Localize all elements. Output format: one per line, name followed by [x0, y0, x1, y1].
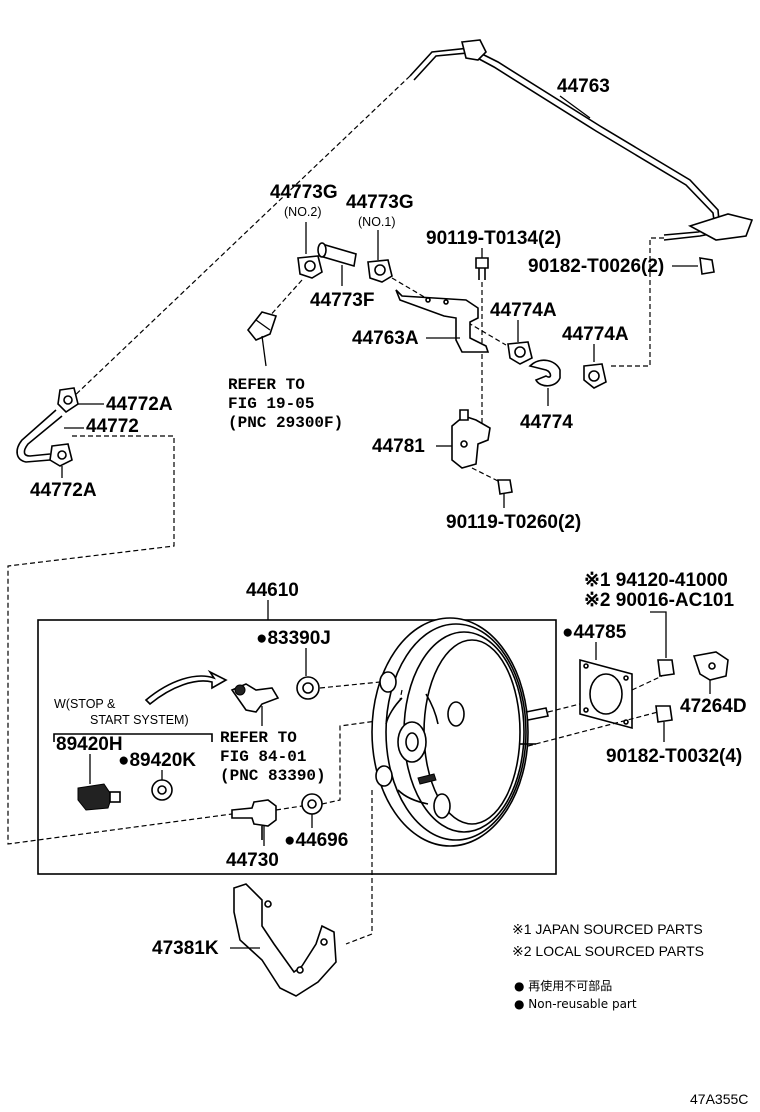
- dash-44781-bolt: [471, 467, 501, 483]
- dash-83390J: [319, 681, 381, 689]
- nut-90182-T0032[interactable]: [655, 705, 673, 723]
- label-89420H: 89420H: [56, 734, 123, 755]
- grommet-44696[interactable]: [301, 793, 323, 815]
- gasket-44785[interactable]: [579, 658, 633, 730]
- label-44773G-no1-sub: (NO.1): [358, 215, 396, 229]
- dash-booster-gasket-b: [527, 711, 659, 747]
- leader-94120: [650, 611, 667, 658]
- label-83390J: ●83390J: [256, 628, 331, 649]
- refer1-l2: FIG 19-05: [228, 395, 314, 413]
- refer1-l3: (PNC 29300F): [228, 414, 343, 432]
- dash-booster-gasket-a: [547, 703, 581, 713]
- clip-44772A-b[interactable]: [49, 443, 73, 467]
- dash-valve-grommet: [275, 805, 303, 811]
- bracket-44781[interactable]: [451, 409, 491, 469]
- refer1-l1: REFER TO: [228, 376, 305, 394]
- label-44785: ●44785: [562, 622, 627, 643]
- label-44730: 44730: [226, 850, 279, 871]
- ws-arrow: [144, 669, 228, 706]
- bolt-90119-T0260[interactable]: [497, 479, 513, 495]
- refer-part-fig19[interactable]: [246, 311, 278, 367]
- bracket-47381K[interactable]: [233, 883, 337, 997]
- ws-line2: START SYSTEM): [90, 713, 189, 727]
- legend-reuse-jp: ● 再使用不可部品: [514, 978, 612, 993]
- label-90182-T0032: 90182-T0032(4): [606, 746, 742, 767]
- label-44610: 44610: [246, 580, 299, 601]
- refer2-l2: FIG 84-01: [220, 748, 306, 766]
- label-44763: 44763: [557, 76, 610, 97]
- leader-44763: [559, 95, 591, 119]
- ws-line1: W(STOP &: [54, 697, 116, 711]
- label-89420K: ●89420K: [118, 750, 196, 771]
- label-47264D: 47264D: [680, 696, 747, 717]
- nut-94120-41000[interactable]: [657, 659, 675, 677]
- label-90016-AC101: ※2 90016-AC101: [584, 590, 735, 611]
- refer-part-fig84[interactable]: [230, 683, 280, 713]
- dash-pipe-to-clip: [69, 75, 411, 401]
- label-44763A: 44763A: [352, 328, 419, 349]
- clip-44773G-no2[interactable]: [297, 255, 323, 279]
- refer2-l1: REFER TO: [220, 729, 297, 747]
- label-47381K: 47381K: [152, 938, 219, 959]
- label-90182-T0026: 90182-T0026(2): [528, 256, 664, 277]
- hose-44774[interactable]: [528, 359, 561, 387]
- clip-44772A-a[interactable]: [57, 387, 79, 414]
- grommet-83390J[interactable]: [296, 676, 320, 700]
- label-44774A-a: 44774A: [490, 300, 557, 321]
- dash-gasket-nut: [631, 675, 663, 691]
- label-90119-T0134: 90119-T0134(2): [426, 228, 561, 249]
- dash-booster-inner: [399, 689, 403, 701]
- check-valve-44730[interactable]: [231, 799, 277, 840]
- legend-japan: ※1 JAPAN SOURCED PARTS: [512, 921, 703, 937]
- dash-44773G-no2: [267, 279, 303, 319]
- connector-44773F[interactable]: [317, 242, 357, 268]
- clip-44773G-no1[interactable]: [367, 259, 393, 283]
- ws-bracket-line: [53, 733, 213, 742]
- diagram-code: 47A355C: [690, 1091, 748, 1107]
- dash-grommet-to-booster: [321, 719, 385, 805]
- label-44772A-b: 44772A: [30, 480, 97, 501]
- label-44772: 44772: [86, 416, 139, 437]
- label-44696: ●44696: [284, 830, 348, 851]
- label-44773F: 44773F: [310, 290, 374, 311]
- bolt-90119-T0134[interactable]: [475, 257, 489, 280]
- assembly-frame-44610: [37, 619, 557, 875]
- label-44772A-a: 44772A: [106, 394, 173, 415]
- sensor-89420H[interactable]: [77, 783, 121, 811]
- label-44781: 44781: [372, 436, 425, 457]
- legend-local: ※2 LOCAL SOURCED PARTS: [512, 943, 704, 959]
- legend-reuse-en: ● Non-reusable part: [514, 997, 637, 1011]
- bracket-47264D[interactable]: [692, 651, 729, 681]
- label-44774A-b: 44774A: [562, 324, 629, 345]
- vacuum-pipe-44763[interactable]: [409, 39, 754, 241]
- dash-pipe-to-44774A: [610, 237, 664, 367]
- dash-hose-to-check-valve: [7, 435, 233, 845]
- bracket-44763A[interactable]: [395, 289, 490, 353]
- label-44773G-no1: 44773G: [346, 192, 414, 213]
- label-44773G-no2-sub: (NO.2): [284, 205, 322, 219]
- label-44774: 44774: [520, 412, 573, 433]
- hose-44772[interactable]: [16, 409, 63, 463]
- clip-44774A-a[interactable]: [507, 341, 533, 365]
- label-90119-T0260: 90119-T0260(2): [446, 512, 581, 533]
- brake-booster[interactable]: [371, 617, 549, 847]
- dash-booster-bracket: [345, 790, 373, 945]
- label-94120-41000: ※1 94120-41000: [584, 570, 728, 591]
- nut-90182-T0026[interactable]: [699, 257, 715, 275]
- refer2-l3: (PNC 83390): [220, 767, 326, 785]
- label-44773G-no2: 44773G: [270, 182, 338, 203]
- grommet-89420K[interactable]: [151, 779, 173, 801]
- clip-44774A-b[interactable]: [583, 363, 607, 389]
